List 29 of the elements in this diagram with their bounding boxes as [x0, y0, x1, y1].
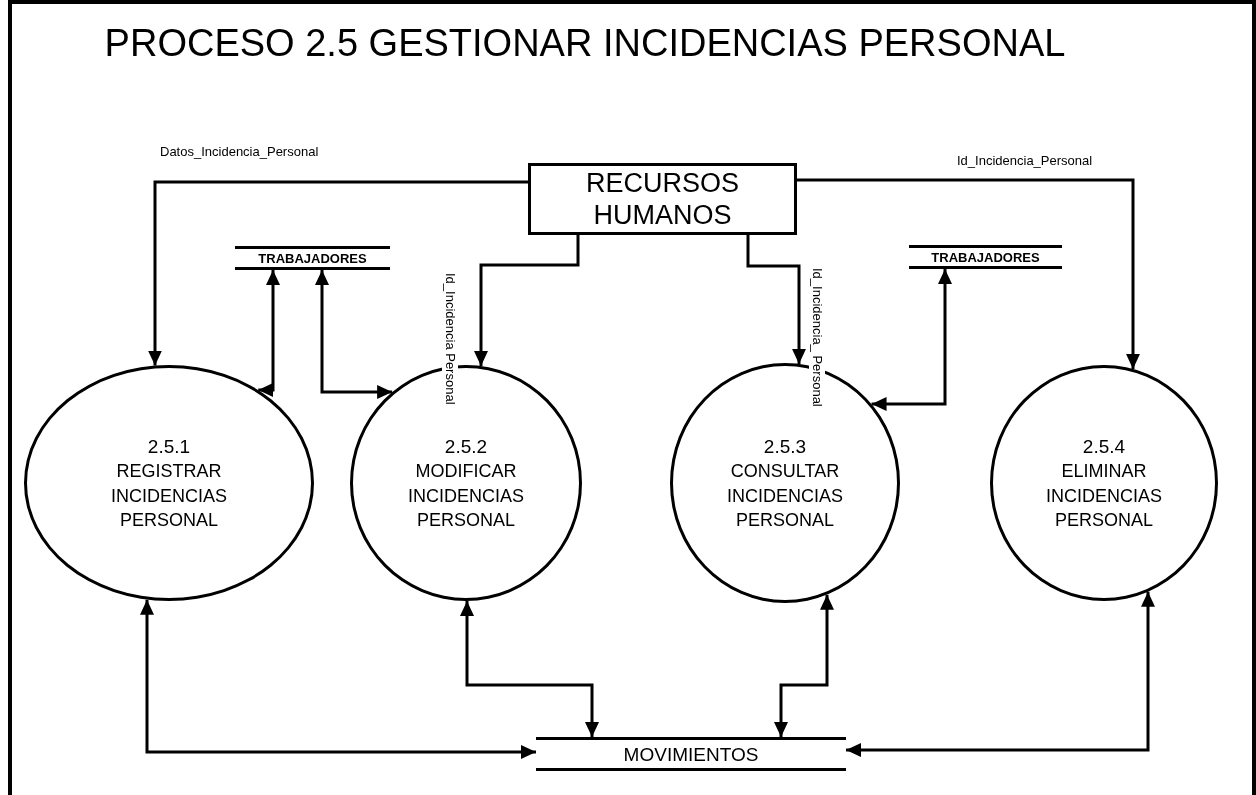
entity-name: RECURSOS HUMANOS — [585, 166, 740, 232]
edge-label: Id_Incidencia Personal — [442, 273, 459, 405]
process-name: CONSULTAR INCIDENCIAS PERSONAL — [727, 460, 843, 532]
process-name: REGISTRAR INCIDENCIAS PERSONAL — [111, 460, 227, 532]
data-flow-arrow — [846, 591, 1155, 757]
edge-label: Id_Incidencia_ Personal — [809, 268, 826, 407]
edge-label: Datos_Incidencia_Personal — [158, 145, 321, 160]
data-flow-arrow — [460, 601, 599, 737]
data-flow-arrow — [474, 235, 580, 366]
store-name: TRABAJADORES — [258, 251, 367, 265]
process-name: MODIFICAR INCIDENCIAS PERSONAL — [408, 460, 524, 532]
process-number: 2.5.1 — [147, 434, 191, 459]
store-name: MOVIMIENTOS — [623, 744, 759, 764]
data-flow-arrow — [871, 269, 952, 411]
process-number: 2.5.4 — [1082, 434, 1126, 459]
store-name: TRABAJADORES — [931, 250, 1040, 264]
data-flow-arrow — [746, 235, 806, 364]
edge-label: Id_Incidencia_Personal — [955, 154, 1095, 169]
data-flow-arrow — [774, 594, 834, 737]
data-flow-arrow — [140, 599, 536, 759]
process-name: ELIMINAR INCIDENCIAS PERSONAL — [1046, 460, 1162, 532]
process-number: 2.5.2 — [444, 434, 488, 459]
external-entity-box — [528, 163, 797, 235]
diagram-title: PROCESO 2.5 GESTIONAR INCIDENCIAS PERSONAL — [103, 22, 1067, 65]
data-flow-arrow — [797, 178, 1140, 369]
process-number: 2.5.3 — [763, 434, 807, 459]
data-flow-arrow — [148, 180, 528, 366]
data-flow-arrow — [258, 270, 280, 397]
data-flow-arrow — [315, 270, 393, 399]
